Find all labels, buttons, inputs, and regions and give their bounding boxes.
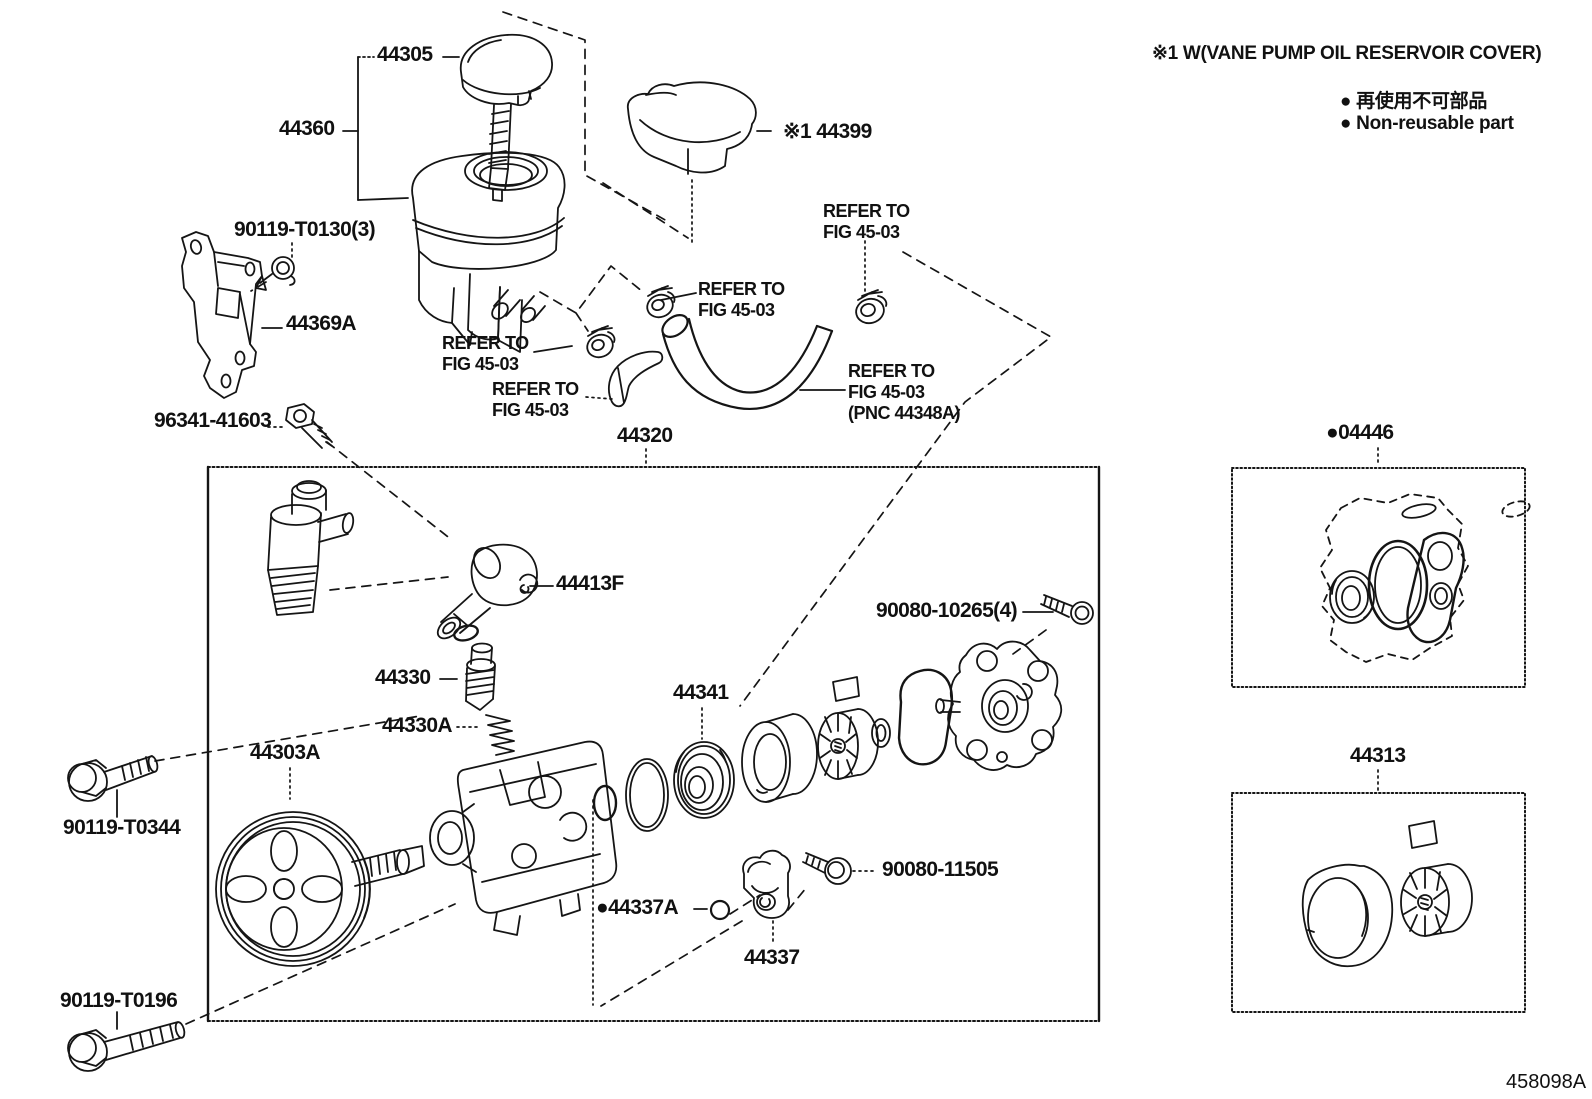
part-label-44303a: 44303A: [250, 741, 321, 764]
leader-lines: [116, 130, 1054, 1030]
part-label-90119-t0344: 90119-T0344: [63, 816, 181, 839]
union-art: [742, 849, 791, 919]
refer-note-mid: REFER TO FIG 45-03: [698, 279, 785, 320]
part-label-44320: 44320: [617, 424, 673, 447]
part-label-04446: ●04446: [1326, 421, 1394, 444]
union-bolt-art: [285, 403, 333, 449]
part-label-90119-t0130: 90119-T0130(3): [234, 218, 376, 241]
shaft-oring-large-art: [625, 758, 669, 832]
union-oring-art: [709, 899, 731, 921]
part-label-44369a: 44369A: [286, 312, 357, 335]
seal-44341-art: [673, 741, 735, 819]
fitting-oring-art: [453, 624, 479, 642]
rear-housing-art: [935, 640, 1063, 771]
construction-lines: [154, 11, 1052, 1025]
part-label-44330a: 44330A: [382, 714, 453, 737]
rear-bolt-art: [67, 1021, 186, 1072]
shaft-oring-small-art: [592, 784, 618, 822]
figure-code: 458098A: [1506, 1071, 1587, 1093]
part-label-90119-t0196: 90119-T0196: [60, 989, 178, 1012]
part-label-44330: 44330: [375, 666, 431, 689]
refer-note-left2: REFER TO FIG 45-03: [492, 379, 579, 420]
part-label-44341: 44341: [673, 681, 729, 704]
part-label-44399: ※1 44399: [783, 120, 872, 143]
part-label-44305: 44305: [377, 43, 433, 66]
pulley-art: [215, 811, 425, 967]
part-label-44337: 44337: [744, 946, 800, 969]
valve-spring-art: [485, 714, 515, 756]
cam-ring-art: [741, 713, 818, 803]
side-plate-ring-art: [871, 718, 891, 748]
part-label-44413f: 44413F: [556, 572, 624, 595]
pump-assembly-box: [206, 465, 1101, 1023]
elbow-fitting-art: [267, 480, 355, 616]
note-reservoir-cover: ※1 W(VANE PUMP OIL RESERVOIR COVER): [1152, 43, 1542, 64]
part-label-90080-11505: 90080-11505: [882, 858, 999, 881]
rotor-art: [817, 708, 879, 780]
part-label-96341-41603: 96341-41603: [154, 409, 272, 432]
pipe-art: [607, 350, 664, 408]
vane-plate-art: [832, 676, 860, 702]
hose-clamp-art: [586, 285, 888, 359]
gasket-kit-art: [1319, 493, 1531, 663]
part-label-90080-10265: 90080-10265(4): [876, 599, 1018, 622]
refer-note-left: REFER TO FIG 45-03: [442, 333, 529, 374]
note-non-reusable-en: ● Non-reusable part: [1340, 113, 1514, 134]
refer-note-hose: REFER TO FIG 45-03 (PNC 44348A): [848, 361, 961, 423]
part-label-44360: 44360: [279, 117, 335, 140]
dotted-leaders: [267, 179, 1379, 1006]
hose-art: [661, 313, 834, 411]
front-housing-art: [429, 740, 618, 936]
union-rear-bolt-art: [802, 852, 852, 885]
cam-rotor-kit-art: [1301, 820, 1473, 968]
control-valve-art: [465, 642, 496, 711]
note-non-reusable-jp: ● 再使用不可部品: [1340, 91, 1488, 112]
front-bolt-art: [67, 755, 159, 802]
rear-gasket-art: [897, 668, 954, 766]
reservoir-cap-art: [460, 33, 553, 202]
bracket-art: [181, 231, 263, 399]
suction-fitting-art: [436, 543, 539, 640]
gasket-kit-box: [1231, 467, 1526, 688]
part-label-44337a: ●44337A: [596, 896, 679, 919]
reservoir-cover-art: [627, 81, 757, 175]
refer-note-top: REFER TO FIG 45-03: [823, 201, 910, 242]
housing-bolt-art: [1040, 594, 1094, 625]
part-label-44313: 44313: [1350, 744, 1406, 767]
label-bracket: [342, 56, 460, 201]
reservoir-art: [411, 151, 566, 353]
cam-rotor-kit-box: [1231, 792, 1526, 1013]
